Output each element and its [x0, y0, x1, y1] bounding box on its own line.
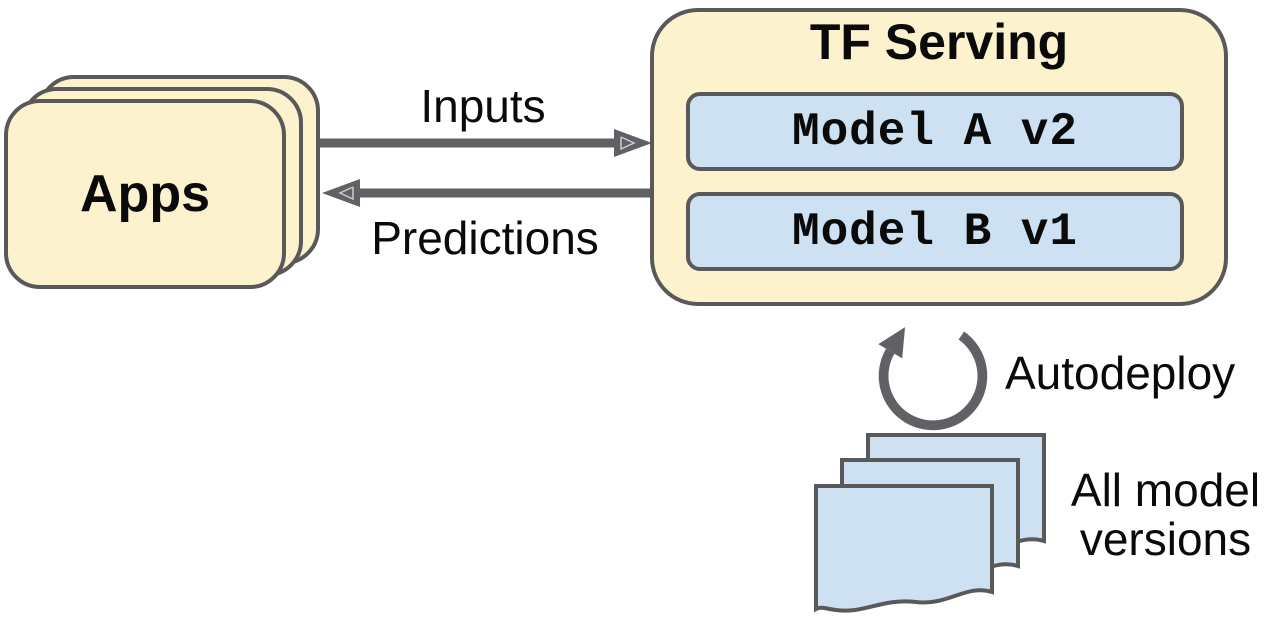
all-model-versions-line1: All model	[1070, 464, 1261, 516]
documents-stack-icon	[814, 433, 1046, 613]
autodeploy-label: Autodeploy	[1005, 347, 1236, 399]
model-b-label: Model B v1	[791, 205, 1079, 258]
cycle-arrow-icon	[878, 327, 988, 431]
predictions-label: Predictions	[371, 212, 599, 264]
all-model-versions-line2: versions	[1079, 513, 1252, 565]
model-a-box: Model A v2	[686, 92, 1184, 171]
inputs-arrow	[320, 129, 652, 157]
model-b-box: Model B v1	[686, 192, 1184, 271]
inputs-label: Inputs	[420, 80, 546, 132]
apps-card-front	[4, 99, 286, 289]
tf-serving-title: TF Serving	[809, 14, 1069, 70]
model-a-label: Model A v2	[791, 105, 1079, 158]
apps-label: Apps	[80, 165, 210, 223]
predictions-arrow	[322, 179, 654, 207]
all-model-versions-label: All model versions	[1058, 466, 1273, 564]
